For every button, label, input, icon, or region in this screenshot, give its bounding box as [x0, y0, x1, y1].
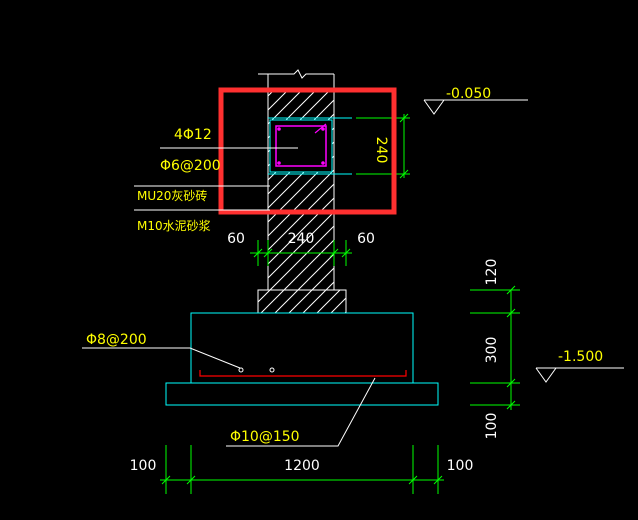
wall	[257, 69, 347, 314]
vertical-dimensions	[470, 285, 520, 410]
beam-height-label: 240	[373, 137, 389, 164]
main-rebar-label: Φ10@150	[230, 429, 300, 445]
main-rebar	[199, 370, 407, 377]
bottom-width-dimension	[160, 445, 444, 494]
distribution-rebar-label: Φ8@200	[86, 332, 147, 348]
highlight-box	[218, 87, 397, 215]
stirrup-rebar	[275, 125, 327, 167]
step-height-label: 120	[484, 259, 500, 286]
wall-width-dimension	[250, 240, 352, 266]
beam-height-dimension	[356, 113, 410, 179]
bottom-width-label: 1200	[284, 458, 320, 474]
wall-step-hatch	[257, 289, 347, 314]
elevation-marker-top	[423, 99, 528, 115]
main-rebar-leader	[226, 377, 376, 447]
elevation-marker-bottom	[535, 367, 624, 383]
wall-width-label: 240	[288, 231, 315, 247]
bottom-offset-right: 100	[447, 458, 474, 474]
wall-break-line	[258, 69, 334, 79]
wall-offset-right: 60	[357, 231, 375, 247]
ring-beam	[268, 117, 352, 175]
wall-offset-left: 60	[227, 231, 245, 247]
bottom-offset-left: 100	[130, 458, 157, 474]
mortar-label: M10水泥砂浆	[137, 218, 211, 233]
longitudinal-rebar-label: 4Φ12	[174, 127, 212, 143]
stirrup-label: Φ6@200	[160, 158, 221, 174]
distribution-rebar-leader	[82, 347, 241, 369]
cushion-height-label: 100	[484, 413, 500, 440]
elevation-bottom-label: -1.500	[558, 349, 603, 365]
footing	[190, 312, 414, 384]
brick-label: MU20灰砂砖	[137, 188, 207, 203]
footing-height-label: 300	[484, 337, 500, 364]
elevation-top-label: -0.050	[446, 86, 491, 102]
cushion-layer	[165, 382, 439, 406]
